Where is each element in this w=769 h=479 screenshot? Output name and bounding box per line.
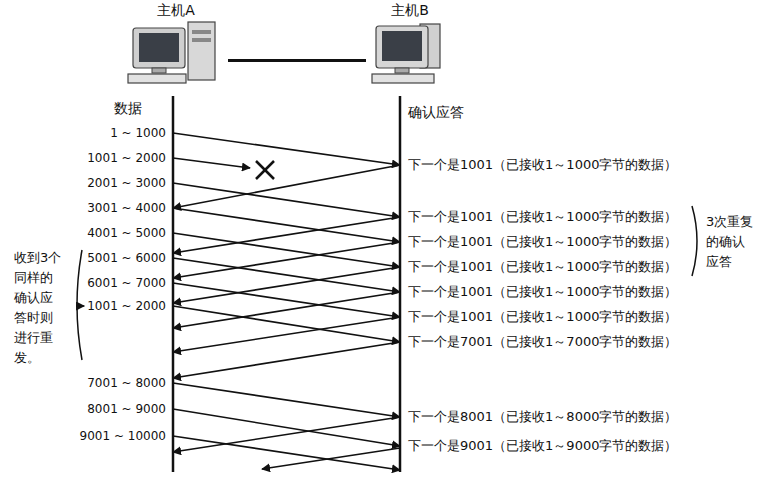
- monitor-stand: [152, 68, 166, 73]
- loss-cross: [256, 161, 274, 179]
- ack-text: 下一个是9001（已接收1～9000字节的数据）: [408, 438, 677, 454]
- timeline-a: [172, 96, 175, 472]
- screen: [382, 31, 422, 61]
- host-label: 主机B: [366, 2, 454, 18]
- data-range: 3001 ~ 4000: [87, 200, 166, 216]
- message-arrow: [173, 133, 400, 165]
- message-arrow: [262, 448, 400, 469]
- data-range: 6001 ~ 7000: [87, 275, 166, 291]
- bracket-note: 3次重复的确认应答: [706, 212, 754, 272]
- message-arrow: [173, 158, 250, 168]
- message-arrow: [173, 183, 400, 217]
- data-range: 2001 ~ 3000: [87, 175, 166, 191]
- host-computer: 主机A: [124, 2, 228, 88]
- data-range: 8001 ~ 9000: [87, 401, 166, 417]
- ack-text: 下一个是1001（已接收1～1000字节的数据）: [408, 157, 677, 173]
- data-range: 1001 ~ 2000: [87, 150, 166, 166]
- monitor: [133, 28, 185, 68]
- bracket: [692, 206, 697, 276]
- message-arrow: [173, 233, 400, 267]
- message-arrow: [173, 306, 400, 342]
- ack-text: 下一个是1001（已接收1～1000字节的数据）: [408, 284, 677, 300]
- data-range: 1001 ~ 2000: [87, 298, 166, 314]
- ack-text: 下一个是1001（已接收1～1000字节的数据）: [408, 309, 677, 325]
- bracket-note: 收到3个同样的确认应答时则进行重发。: [14, 248, 62, 368]
- monitor: [376, 26, 428, 68]
- host-computer: 主机B: [366, 2, 454, 88]
- data-range: 7001 ~ 8000: [87, 375, 166, 391]
- keyboard: [372, 74, 434, 83]
- timeline-b: [399, 96, 402, 472]
- bracket: [77, 250, 82, 360]
- ack-text: 下一个是1001（已接收1～1000字节的数据）: [408, 209, 677, 225]
- message-arrow: [173, 436, 400, 470]
- message-arrow: [173, 417, 400, 452]
- computer-b: [372, 24, 440, 83]
- data-range: 5001 ~ 6000: [87, 250, 166, 266]
- keyboard: [128, 74, 186, 83]
- column-header: 数据: [114, 100, 142, 116]
- data-range: 1 ~ 1000: [110, 125, 166, 141]
- screen: [139, 33, 179, 62]
- drive-slot: [192, 30, 211, 34]
- message-arrow: [173, 165, 400, 208]
- ack-text: 下一个是8001（已接收1～8000字节的数据）: [408, 409, 677, 425]
- host-label: 主机A: [124, 2, 228, 18]
- computer-a: [128, 22, 215, 83]
- loss-cross: [256, 161, 274, 179]
- monitor-stand: [395, 68, 409, 73]
- arrow-group: [76, 133, 400, 470]
- network-cable: [228, 59, 366, 62]
- ack-text: 下一个是7001（已接收1～7000字节的数据）: [408, 334, 677, 350]
- ack-text: 下一个是1001（已接收1～1000字节的数据）: [408, 234, 677, 250]
- pointer-arrow: [76, 305, 84, 306]
- drive-slot: [192, 38, 211, 42]
- message-arrow: [173, 258, 400, 292]
- message-arrow: [173, 383, 400, 417]
- data-range: 4001 ~ 5000: [87, 225, 166, 241]
- ack-text: 下一个是1001（已接收1～1000字节的数据）: [408, 259, 677, 275]
- message-arrow: [173, 208, 400, 242]
- data-range: 9001 ~ 10000: [80, 428, 166, 444]
- tower-case: [188, 22, 215, 80]
- message-arrow: [173, 342, 400, 378]
- column-header: 确认应答: [408, 104, 464, 120]
